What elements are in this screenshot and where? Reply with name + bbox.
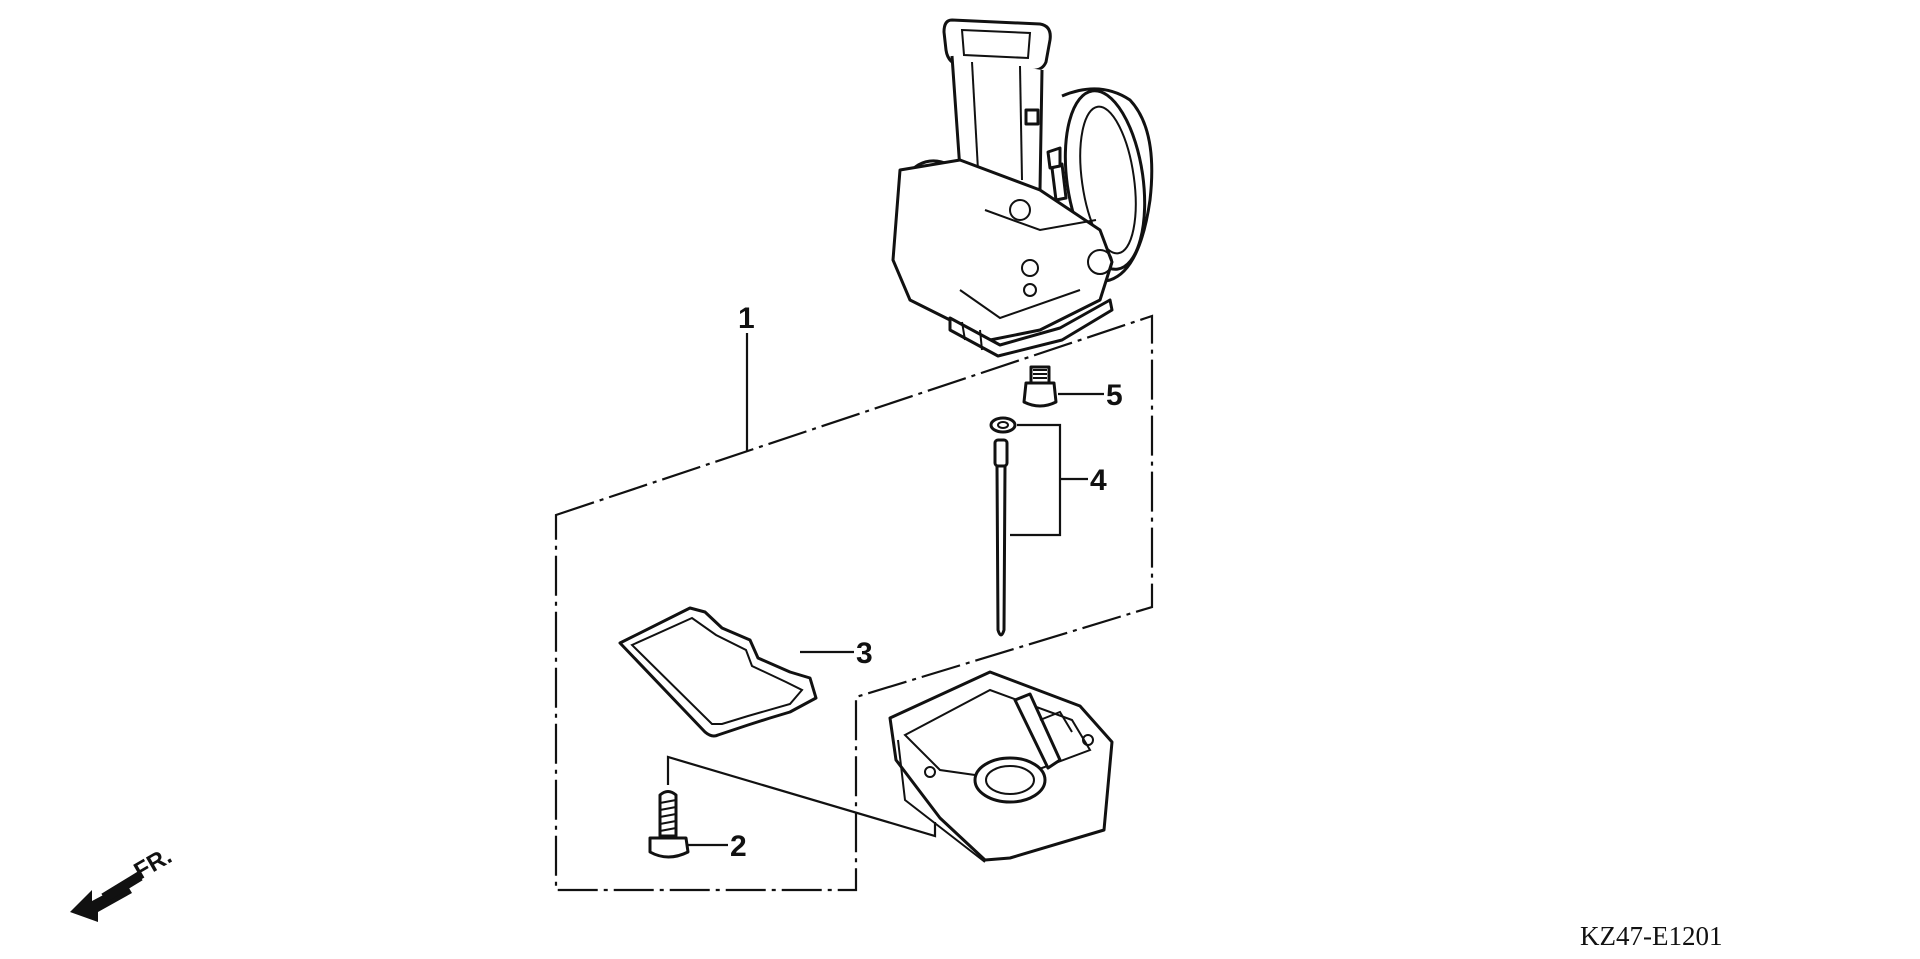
part-4-needle [989,416,1088,637]
float-bowl [888,670,1114,863]
part-3-gasket [618,606,854,738]
callout-4: 4 [1090,464,1107,497]
kit-boundary [554,314,1154,892]
carburetor-body [891,18,1154,358]
part-2-screw [648,755,937,859]
callout-5: 5 [1106,379,1123,412]
callout-3: 3 [856,637,873,670]
callout-2: 2 [730,830,747,863]
front-direction-arrow-icon [70,871,143,922]
diagram-code: KZ47-E1201 [1580,921,1722,951]
part-5-jet [1022,365,1104,408]
callout-1: 1 [738,302,755,335]
